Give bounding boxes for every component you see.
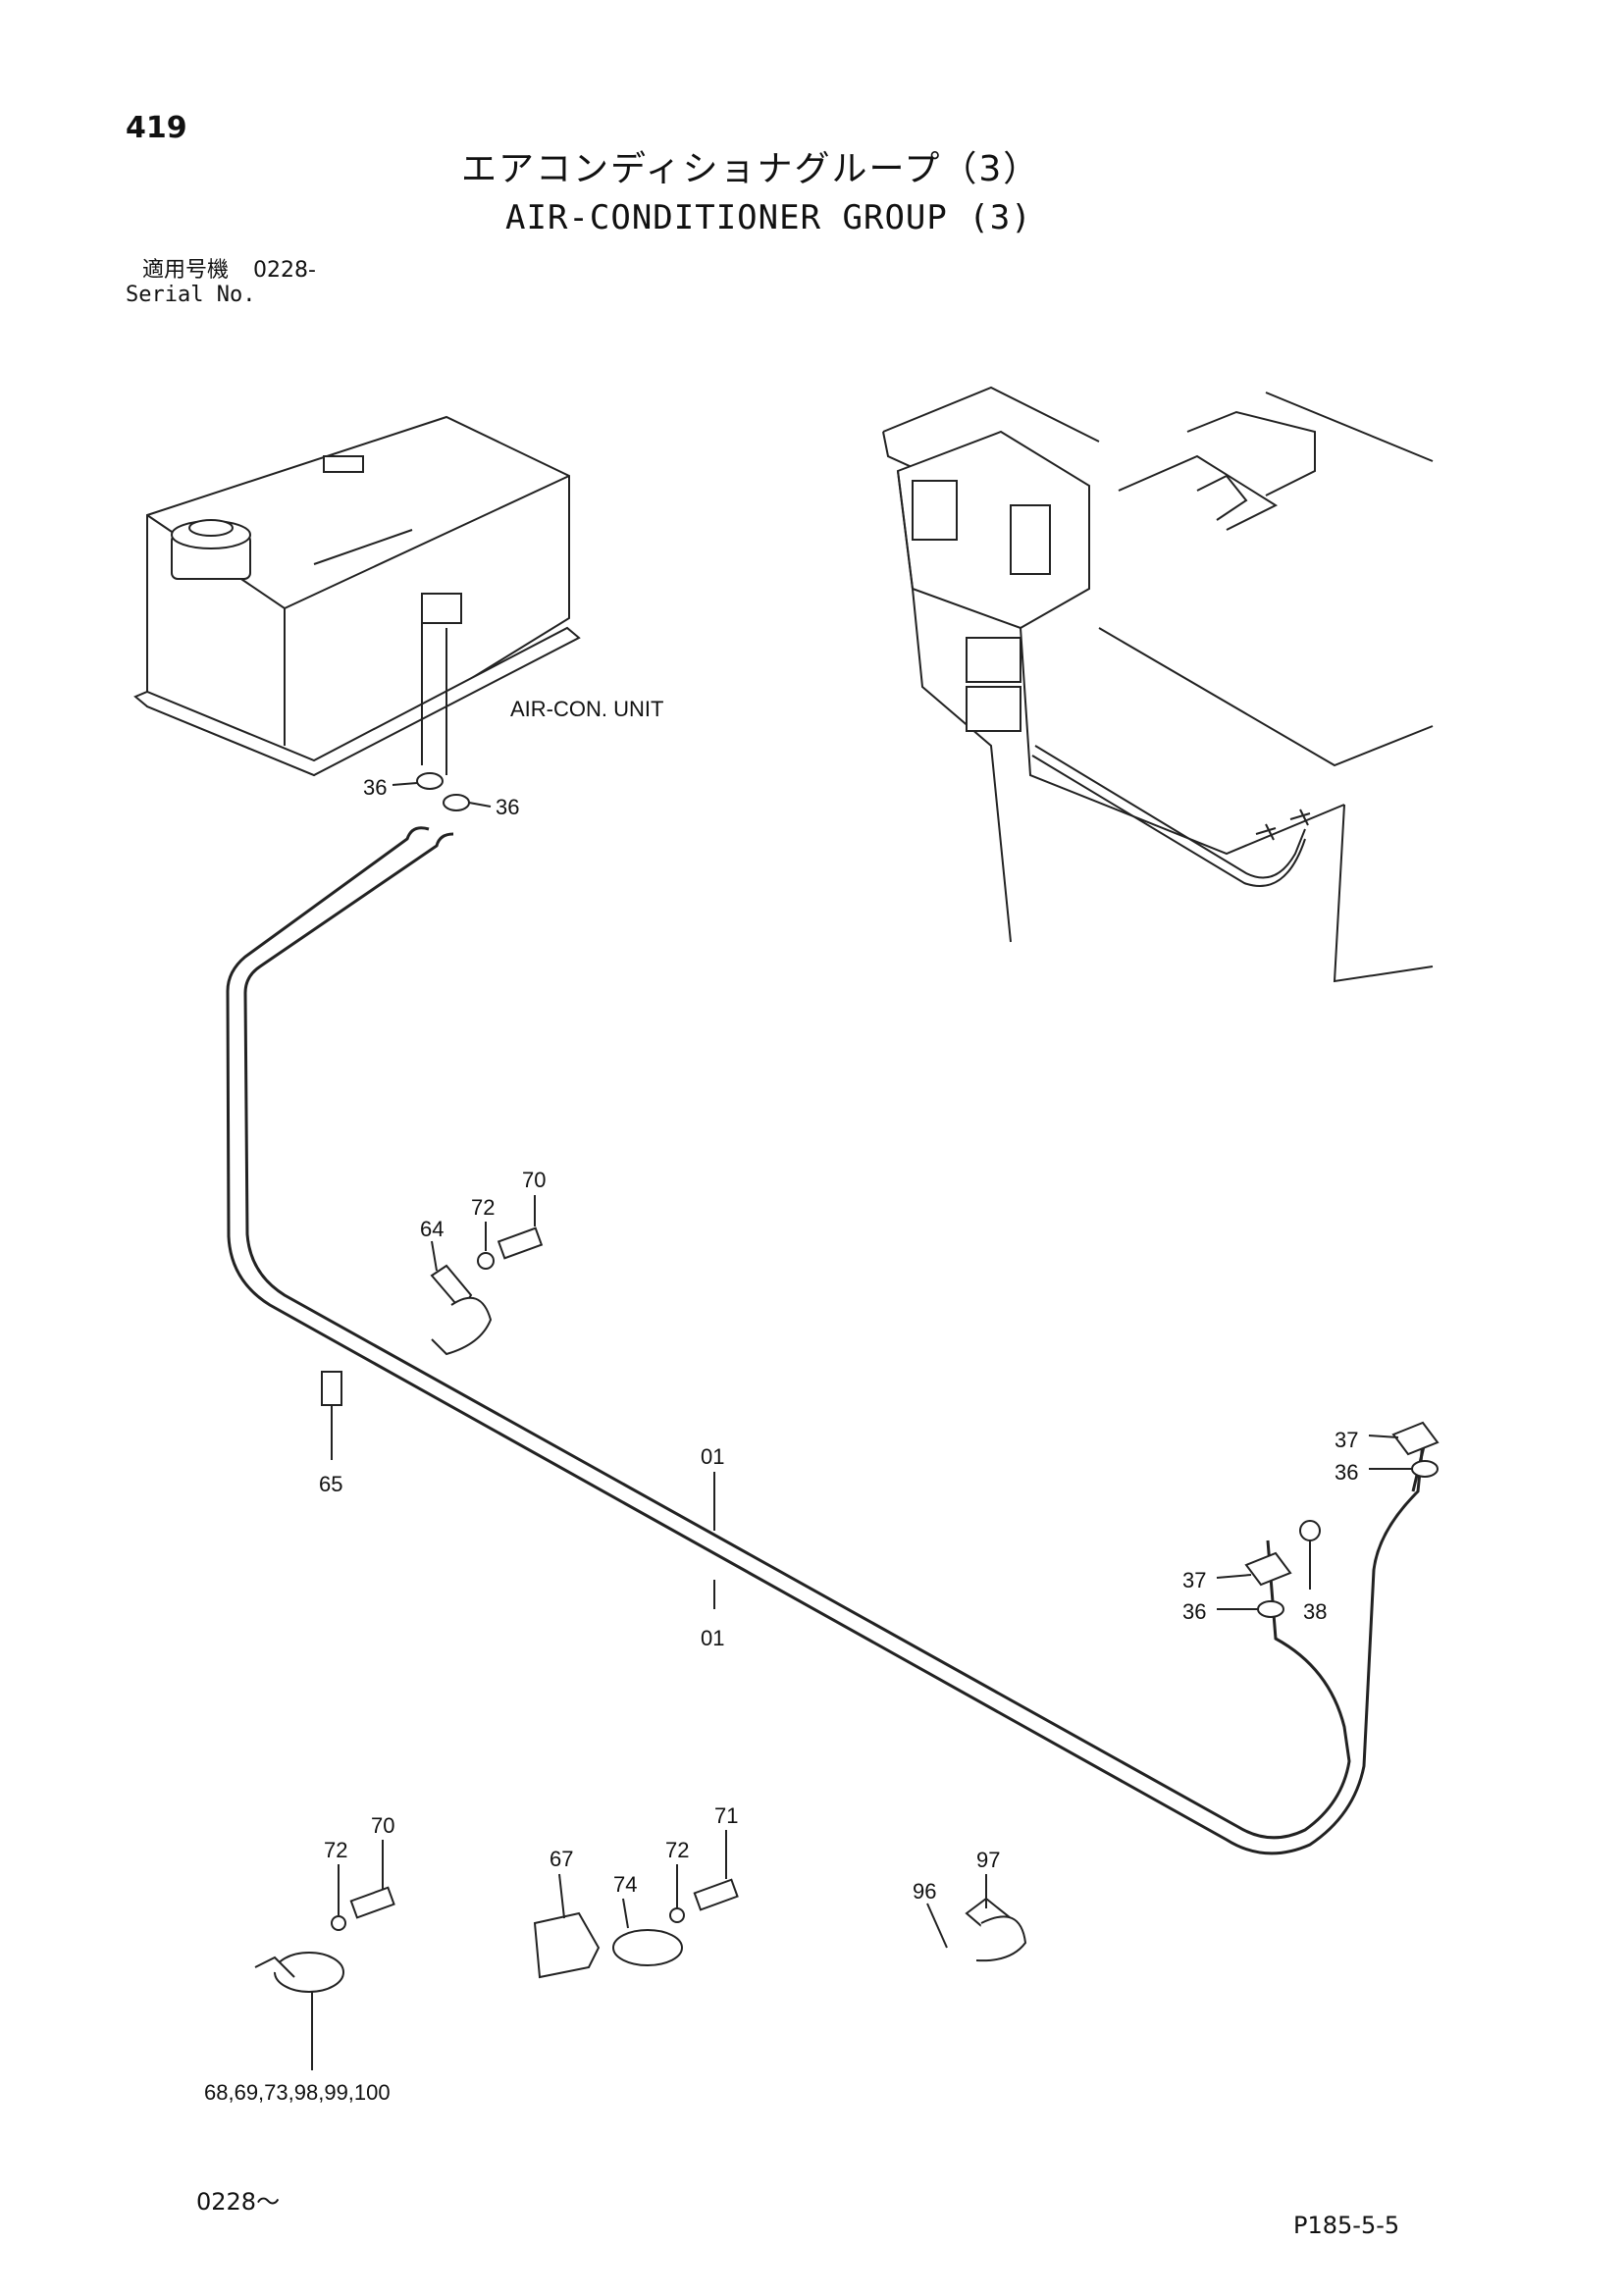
footer-page-code: P185-5-5 (1293, 2212, 1400, 2239)
callout-97: 97 (976, 1848, 1000, 1872)
callout-74: 74 (613, 1872, 637, 1897)
callout-37a: 37 (1335, 1428, 1358, 1452)
callout-64: 64 (420, 1217, 444, 1241)
footer-serial-range: 0228～ (196, 2188, 281, 2216)
page-number: 419 (126, 111, 187, 145)
unit-label: AIR-CON. UNIT (510, 697, 663, 721)
machine-body-drawing (882, 386, 1434, 983)
callout-36c: 36 (1335, 1460, 1358, 1485)
callout-72c: 72 (665, 1838, 689, 1862)
callout-70a: 70 (522, 1168, 546, 1192)
grommet-65 (321, 1371, 342, 1460)
callout-01b: 01 (701, 1626, 724, 1650)
callout-67: 67 (550, 1847, 573, 1871)
hose-connectors-on-machine (1255, 809, 1311, 841)
serial-label-japanese: 適用号機 0228- (142, 260, 316, 282)
aircon-unit-drawing (133, 415, 581, 777)
callout-65: 65 (319, 1472, 342, 1496)
title-english: AIR-CONDITIONER GROUP (3) (505, 198, 1032, 237)
connector-assemblies-37 (1216, 1421, 1440, 1618)
serial-label-english: Serial No. (126, 283, 256, 307)
clamp-assembly-bottom-middle (533, 1830, 739, 1979)
callout-labels: AIR-CON. UNIT 36 36 70 72 64 65 01 01 37… (204, 697, 1358, 2105)
callout-36a: 36 (363, 775, 387, 800)
callout-36b: 36 (496, 795, 519, 819)
hose-assembly-01 (226, 826, 1427, 1855)
callout-71: 71 (714, 1803, 738, 1828)
callout-01a: 01 (701, 1444, 724, 1469)
callout-68-group: 68,69,73,98,99,100 (204, 2080, 391, 2105)
callout-96: 96 (913, 1879, 936, 1904)
callout-36d: 36 (1182, 1599, 1206, 1624)
hose-clamps-36 (392, 772, 492, 811)
callout-72a: 72 (471, 1195, 495, 1220)
callout-72b: 72 (324, 1838, 347, 1862)
serial-label-jp-text: 適用号機 (142, 258, 230, 283)
clamp-assembly-bottom-right (926, 1874, 1027, 1962)
serial-value: 0228- (253, 258, 316, 283)
clamp-assembly-bottom-left (254, 1840, 395, 2070)
clamp-assembly-64 (430, 1195, 544, 1356)
title-japanese: エアコンディショナグループ（3） (461, 149, 1041, 189)
callout-38: 38 (1303, 1599, 1327, 1624)
callout-37b: 37 (1182, 1568, 1206, 1592)
callout-70b: 70 (371, 1813, 394, 1838)
